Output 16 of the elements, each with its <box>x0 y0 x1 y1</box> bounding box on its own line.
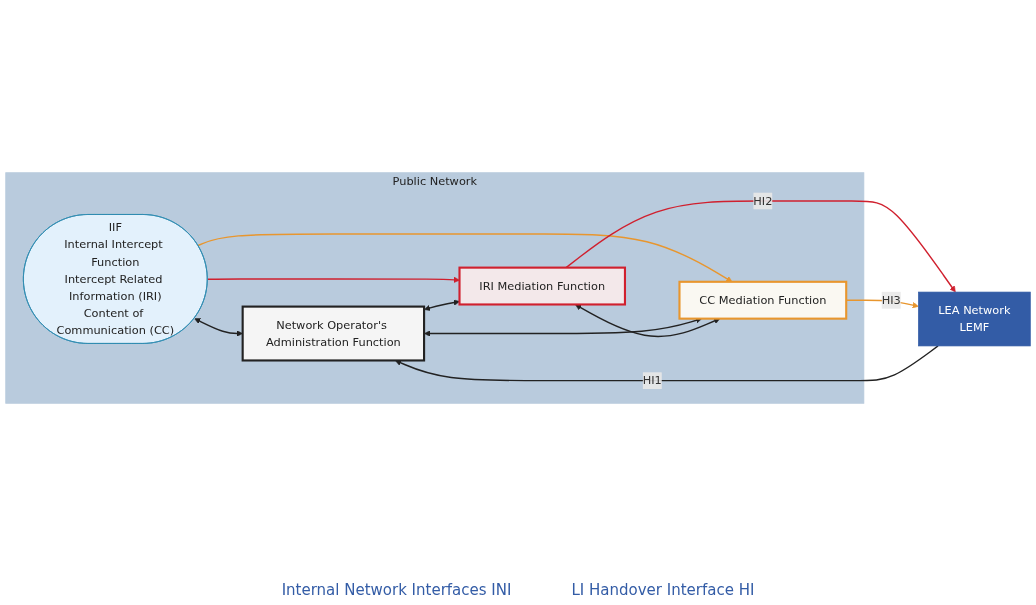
edge-label: HI2 <box>753 193 773 207</box>
node-box: CC Mediation Function <box>678 280 848 320</box>
interface-label: Internal Network Interfaces INI <box>281 581 512 599</box>
arrow <box>197 232 733 282</box>
edge-label: HI3 <box>881 292 901 307</box>
arrow <box>424 299 460 311</box>
interface-label: LI Handover Interface HI <box>571 581 755 599</box>
node-box: IRI Mediation Function <box>458 266 627 306</box>
node-box: Network Operator's Administration Function <box>241 305 426 362</box>
node-box: LEA Network LEMF <box>918 291 1031 346</box>
arrow <box>206 276 460 283</box>
arrow <box>194 317 243 337</box>
arrow <box>395 344 939 381</box>
arrow <box>575 303 721 337</box>
edge-label: HI1 <box>642 373 662 387</box>
arrow <box>565 199 956 292</box>
